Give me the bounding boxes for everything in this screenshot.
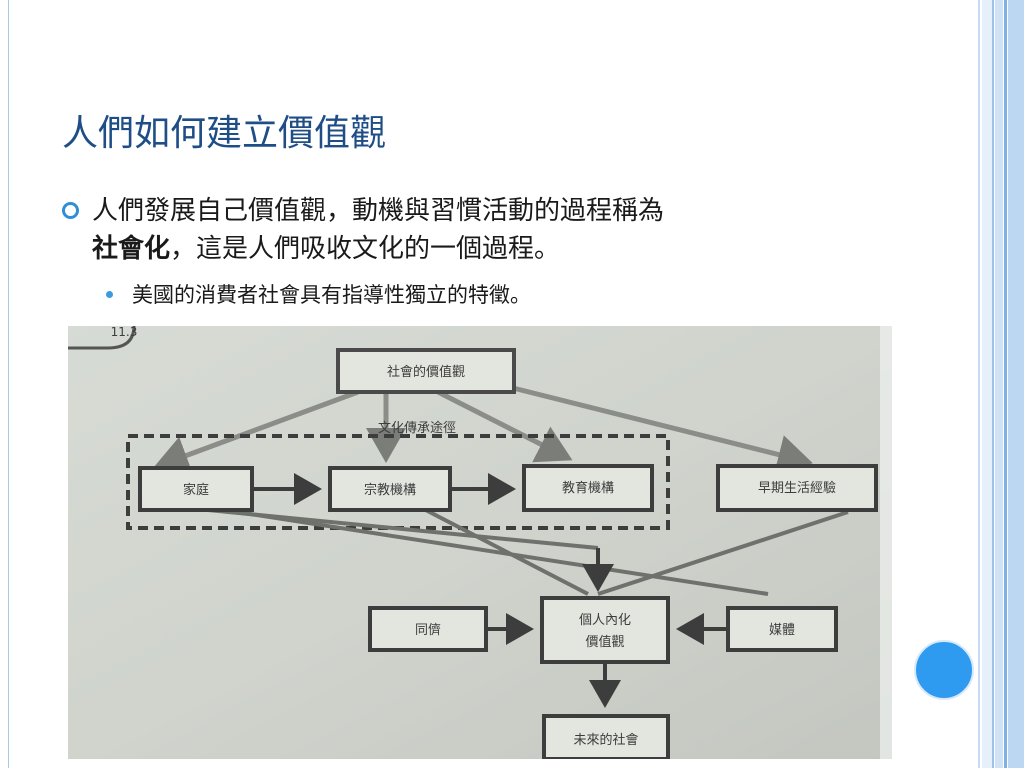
- node-media-label: 媒體: [769, 623, 795, 638]
- bullet-main-text: 人們發展自己價值觀，動機與習慣活動的過程稱為 社會化，這是人們吸收文化的一個過程…: [92, 192, 882, 268]
- dot-bullet-icon: [106, 291, 113, 298]
- bullet-main-line1: 人們發展自己價值觀，動機與習慣活動的過程稱為: [92, 196, 665, 226]
- node-societal-values-label: 社會的價值觀: [387, 364, 465, 380]
- bullet-main-bold-term: 社會化: [92, 234, 171, 264]
- node-peers-label: 同儕: [415, 622, 441, 638]
- corner-label: 11.3: [111, 326, 138, 339]
- grey-arrows: [153, 385, 813, 475]
- node-future-society: [542, 714, 670, 761]
- ring-bullet-icon: [62, 202, 79, 219]
- node-religion-label: 宗教機構: [364, 482, 416, 498]
- right-decorative-stripes: [978, 0, 1024, 768]
- node-media: [726, 606, 838, 652]
- node-internalized-line2: 價值觀: [585, 634, 624, 650]
- diagram-svg: 11.3 文化傳承途徑 社會的價值觀 家庭: [68, 325, 892, 761]
- row3-arrows: [488, 613, 726, 708]
- node-internalized-line1: 個人內化: [579, 613, 631, 628]
- node-future-society-label: 未來的社會: [573, 732, 638, 748]
- diagram-photo: 11.3 文化傳承途徑 社會的價值觀 家庭: [68, 325, 892, 761]
- bullet-sub: 美國的消費者社會具有指導性獨立的特徵。: [106, 280, 531, 310]
- node-education: [522, 464, 654, 512]
- corner-badge: [68, 325, 136, 350]
- slide-title: 人們如何建立價值觀: [62, 113, 387, 154]
- node-peers: [368, 606, 488, 652]
- node-religion: [328, 466, 452, 512]
- crossing-lines: [197, 504, 849, 596]
- bullet-main: 人們發展自己價值觀，動機與習慣活動的過程稱為 社會化，這是人們吸收文化的一個過程…: [62, 192, 882, 268]
- left-border-line: [8, 0, 9, 768]
- node-societal-values: [336, 348, 516, 394]
- node-internalized-values: [540, 596, 670, 664]
- node-education-label: 教育機構: [562, 480, 614, 496]
- bullet-main-line2: ，這是人們吸收文化的一個過程。: [170, 234, 561, 264]
- node-family: [138, 466, 254, 512]
- accent-circle: [914, 640, 974, 700]
- node-early-life: [716, 464, 878, 512]
- node-early-life-label: 早期生活經驗: [758, 481, 836, 496]
- node-family-label: 家庭: [183, 482, 209, 498]
- group-label: 文化傳承途徑: [378, 420, 456, 436]
- bullet-sub-text: 美國的消費者社會具有指導性獨立的特徵。: [132, 283, 531, 307]
